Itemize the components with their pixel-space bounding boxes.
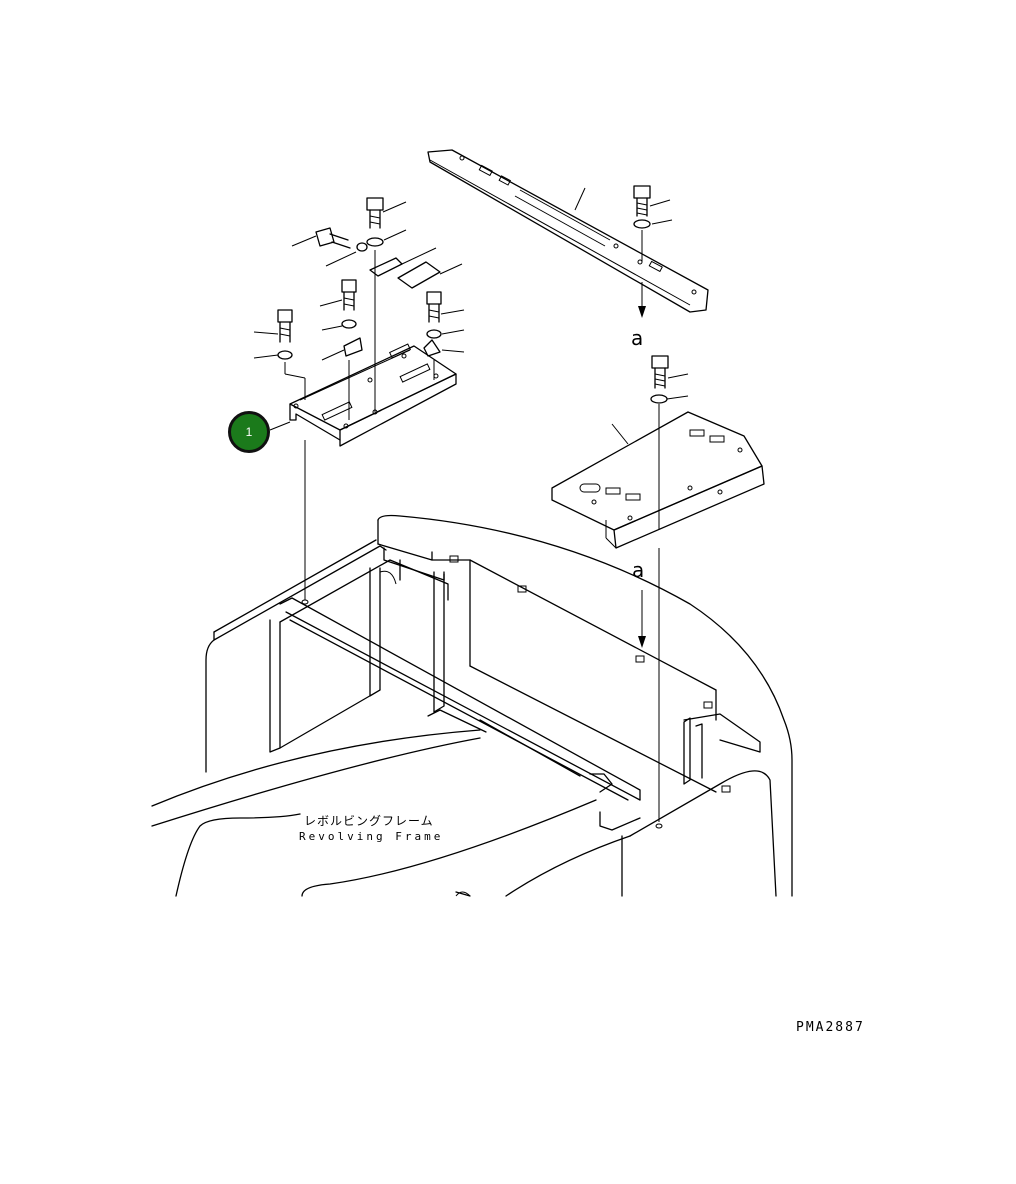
arrow-label-a-lower: a bbox=[632, 558, 645, 582]
right-mounting-plate bbox=[551, 411, 765, 549]
revolving-frame bbox=[151, 514, 793, 897]
left-mounting-plate bbox=[289, 343, 457, 447]
bolt-middle-right bbox=[650, 355, 689, 530]
callout-number: 1 bbox=[245, 425, 253, 439]
part-callout-1[interactable]: 1 bbox=[228, 411, 270, 453]
left-hardware-group bbox=[253, 197, 465, 420]
bolt-upper-right bbox=[633, 185, 673, 262]
arrow-label-a-upper: a bbox=[631, 326, 644, 350]
frame-name-english: Revolving Frame bbox=[299, 830, 444, 843]
frame-name-japanese: レボルビングフレーム bbox=[304, 814, 434, 828]
drawing-id: PMA2887 bbox=[796, 1020, 865, 1035]
upper-bracket-strip bbox=[427, 149, 709, 313]
